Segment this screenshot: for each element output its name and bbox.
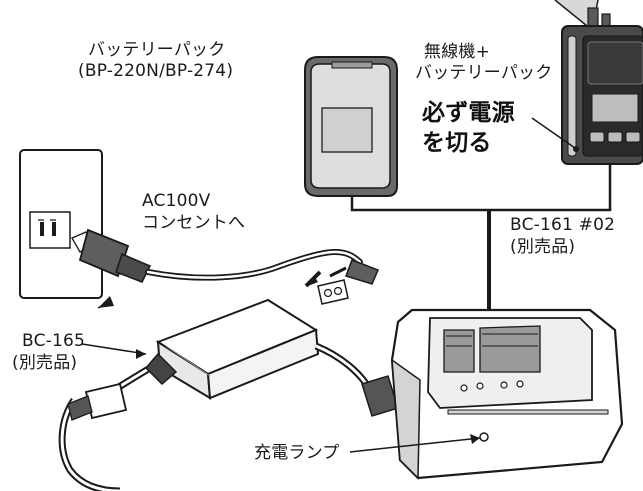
outlet-label-line1: AC100V — [142, 191, 211, 211]
adapter-sold-separately-label: (別売品) — [12, 353, 78, 373]
charger-model-label: BC-161 #02 — [510, 215, 616, 235]
battery-pack-label: バッテリーパック — [88, 40, 226, 60]
charger-illustration — [390, 308, 624, 480]
power-adapter-illustration — [155, 298, 320, 400]
adapter-cable-illustration — [58, 352, 178, 491]
battery-pack-illustration — [304, 56, 398, 197]
cord-connector — [317, 279, 349, 305]
outlet-label-line2: コンセントへ — [142, 213, 246, 233]
charge-lamp-leader-line — [349, 434, 481, 453]
charger-sold-separately-label: (別売品) — [510, 237, 576, 257]
wall-outlet-illustration — [19, 149, 103, 299]
adapter-model-label: BC-165 — [22, 331, 86, 351]
connect-direction-arrow — [304, 266, 347, 288]
radio-illustration — [561, 7, 643, 165]
outlet-label-arrow — [97, 296, 114, 309]
radio-label-line1: 無線機+ — [424, 42, 491, 62]
radio-label-line2: バッテリーパック — [415, 63, 553, 83]
power-off-label-line1: 必ず電源 — [422, 100, 515, 126]
charge-lamp-label: 充電ランプ — [254, 443, 340, 463]
charger-cable-illustration — [314, 342, 399, 417]
power-cord-illustration — [71, 228, 379, 285]
power-off-label-line2: を切る — [422, 130, 492, 156]
battery-models-label: (BP-220N/BP-274) — [78, 61, 234, 81]
adapter-leader-line — [81, 343, 147, 359]
power-off-leader-line — [531, 117, 579, 152]
